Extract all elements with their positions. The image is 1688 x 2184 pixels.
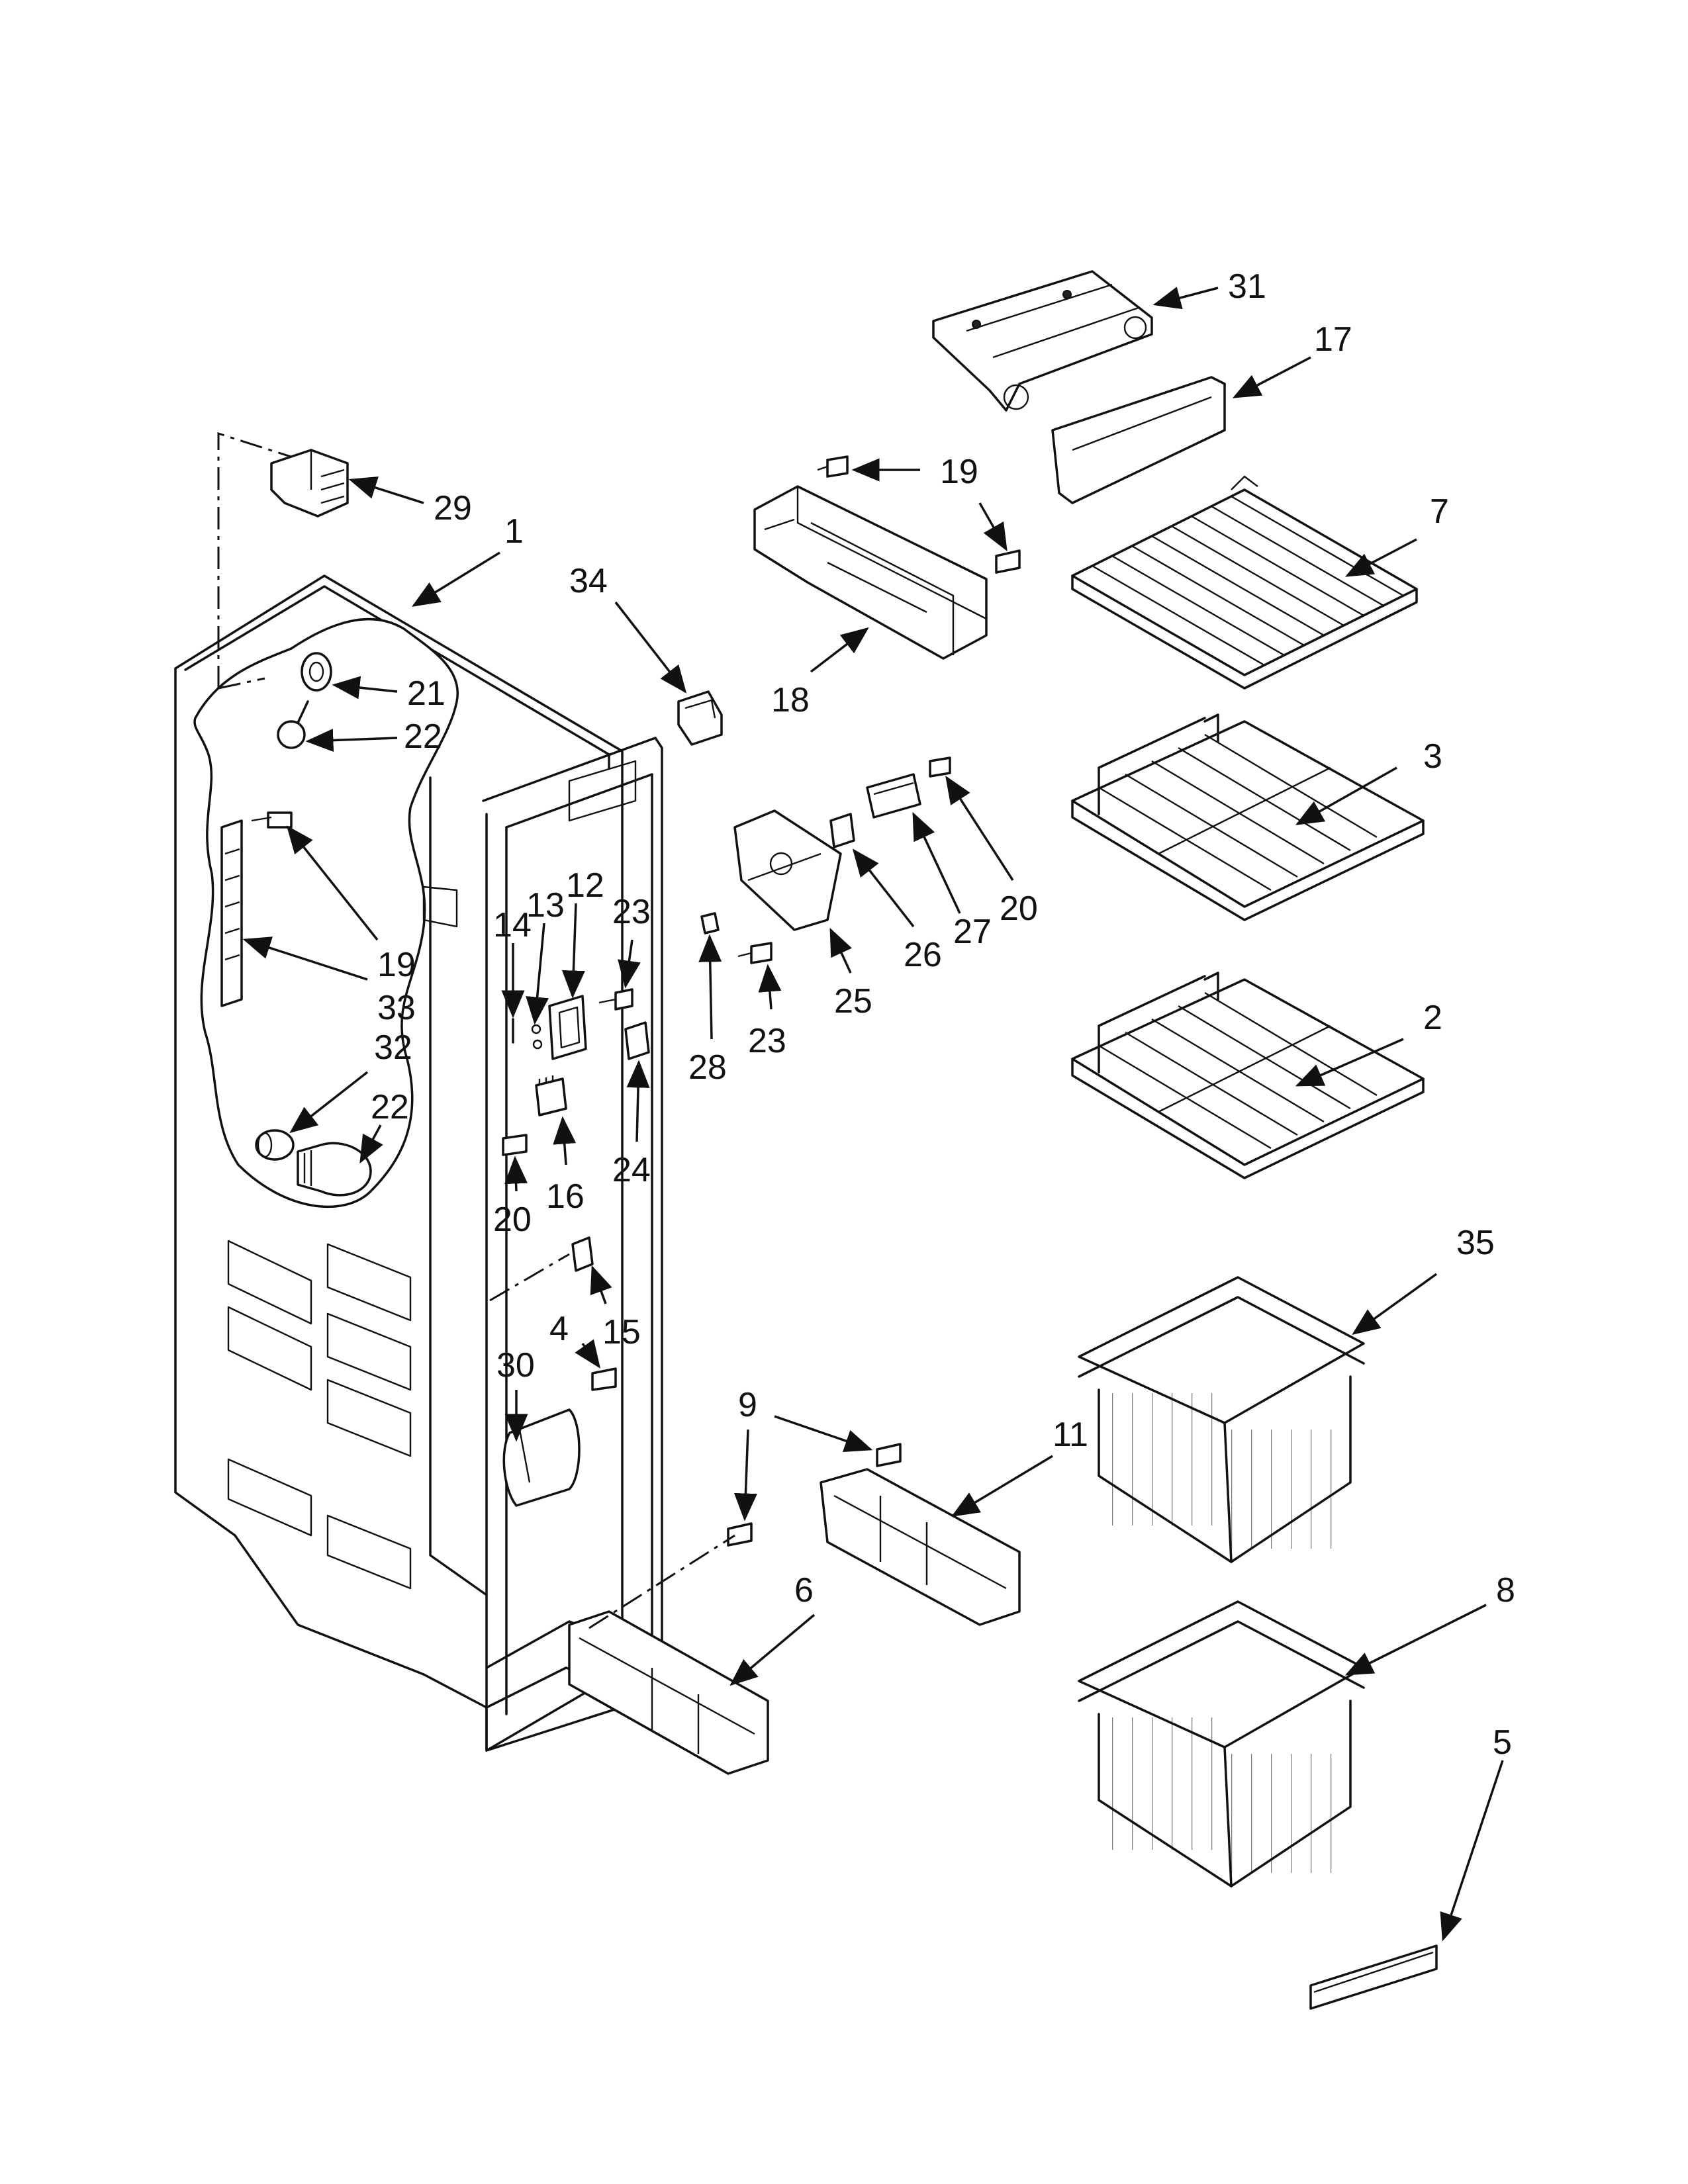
part-28-plug [700,912,720,934]
callout-14: 14 [493,906,532,944]
part-9-screw-right [876,1443,902,1467]
callout-7: 7 [1430,492,1449,531]
callout-32: 32 [374,1028,412,1067]
callout-22a: 22 [404,717,442,756]
callout-6: 6 [794,1571,814,1610]
part-17-cover [1051,376,1226,504]
part-13-clip [531,1024,543,1050]
callout-18: 18 [771,681,810,719]
callout-13: 13 [526,886,565,925]
callout-21: 21 [407,674,445,713]
part-5-trim [1309,1944,1438,2010]
part-34-clip [677,690,723,746]
part-31-hinge [932,270,1153,412]
part-20-screw-right [929,756,951,778]
callout-23b: 23 [748,1022,786,1060]
callout-28: 28 [688,1048,727,1087]
part-21-socket [218,652,332,692]
part-22-bulb-lower [297,1142,372,1197]
dashed-leader-29 [217,432,302,688]
callout-5: 5 [1493,1723,1512,1762]
callout-9: 9 [738,1386,757,1424]
callout-27: 27 [953,913,992,951]
callout-35: 35 [1456,1224,1495,1262]
callout-3: 3 [1423,737,1442,776]
callout-25: 25 [834,982,872,1021]
callout-34: 34 [569,562,608,600]
part-29-bracket [270,449,349,518]
part-25-housing [733,809,842,931]
part-16-board [535,1075,567,1116]
part-35-basket [1078,1276,1365,1563]
freezer-liner [174,574,663,1752]
part-2-shelf [1071,972,1425,1179]
part-7-shelf [1071,475,1418,690]
callout-19a: 19 [940,453,978,491]
part-22-bulb-upper [277,700,309,749]
part-26-bracket [829,813,855,848]
callout-11: 11 [1053,1416,1088,1454]
callout-20a: 20 [1000,889,1038,928]
callout-1: 1 [504,512,524,551]
callout-24: 24 [612,1151,651,1189]
part-9-screw-left [727,1522,753,1547]
callout-labels: 1 2 3 4 5 6 7 8 9 11 12 13 14 15 16 17 1… [371,267,1515,1762]
callout-20b: 20 [493,1201,532,1239]
callout-12: 12 [566,866,604,905]
callout-2: 2 [1423,999,1442,1037]
part-8-basket [1078,1600,1365,1888]
callout-19b: 19 [377,946,416,984]
callout-4: 4 [549,1310,569,1348]
part-6-bracket [568,1534,769,1775]
callout-22b: 22 [371,1088,409,1126]
callout-29: 29 [434,489,472,527]
part-20-screw-lower [502,1134,528,1156]
leader-arrows [242,287,1504,1942]
part-23-screw-mid [737,942,773,964]
callout-8: 8 [1496,1571,1515,1610]
part-18-bracket [753,485,988,660]
part-4-screw [591,1367,617,1391]
part-33-light-strip [220,819,243,1007]
part-24-clip [624,1021,650,1060]
part-32-socket-lower [255,1129,295,1161]
callout-17: 17 [1314,320,1352,359]
callout-16: 16 [546,1177,585,1216]
part-27-board [866,773,921,819]
part-12-switch-housing [548,995,587,1060]
part-19-screw-top [817,455,849,478]
part-19-screw-mid [995,549,1021,574]
callout-23a: 23 [612,893,651,931]
callout-26: 26 [904,936,942,974]
callout-33: 33 [377,989,416,1027]
part-23-screw-upper [598,988,633,1011]
callout-30: 30 [496,1346,535,1385]
part-15-connector [489,1236,594,1302]
callout-15: 15 [602,1313,641,1351]
part-11-bracket [820,1468,1021,1626]
callout-31: 31 [1228,267,1266,306]
part-3-shelf [1071,713,1425,921]
